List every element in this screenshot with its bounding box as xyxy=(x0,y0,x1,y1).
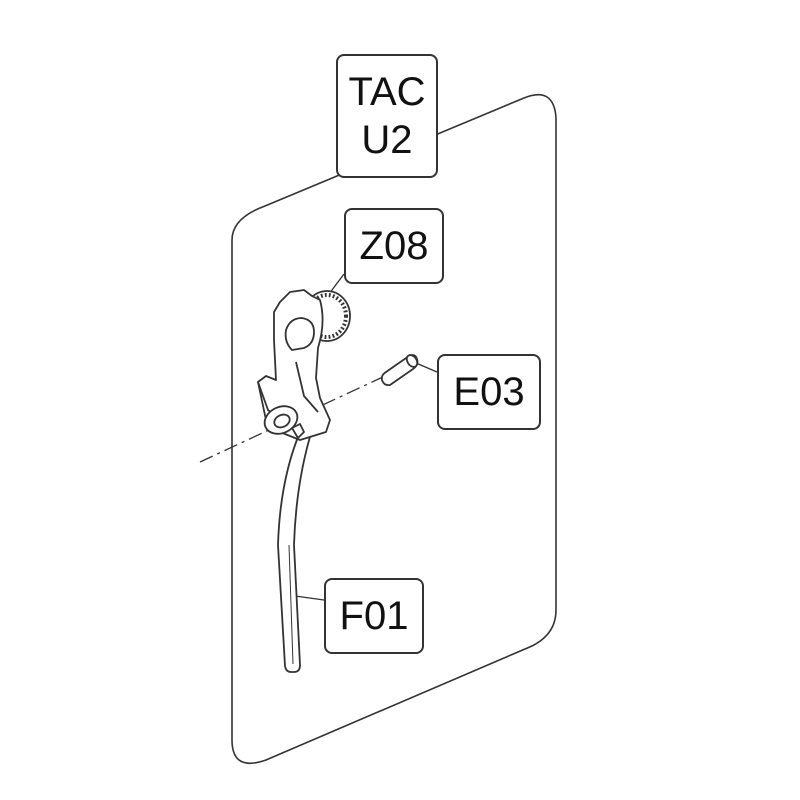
leader-line-f01 xyxy=(294,595,325,601)
parts-panel xyxy=(231,93,557,765)
part-callout-e03: E03 xyxy=(437,354,541,430)
part-code-e03: E03 xyxy=(453,370,525,414)
part-callout-f01: F01 xyxy=(324,578,424,654)
part-code-z08: Z08 xyxy=(359,224,429,268)
group-label-line2: U2 xyxy=(361,118,413,162)
group-label-line1: TAC xyxy=(348,70,426,114)
pin-icon xyxy=(380,354,419,387)
leader-line-e03 xyxy=(415,362,438,373)
part-code-f01: F01 xyxy=(339,594,409,638)
group-label-callout: TAC U2 xyxy=(336,54,438,178)
lever-icon xyxy=(277,429,313,673)
ratchet-wheel-icon xyxy=(257,289,351,441)
part-callout-z08: Z08 xyxy=(344,208,444,284)
